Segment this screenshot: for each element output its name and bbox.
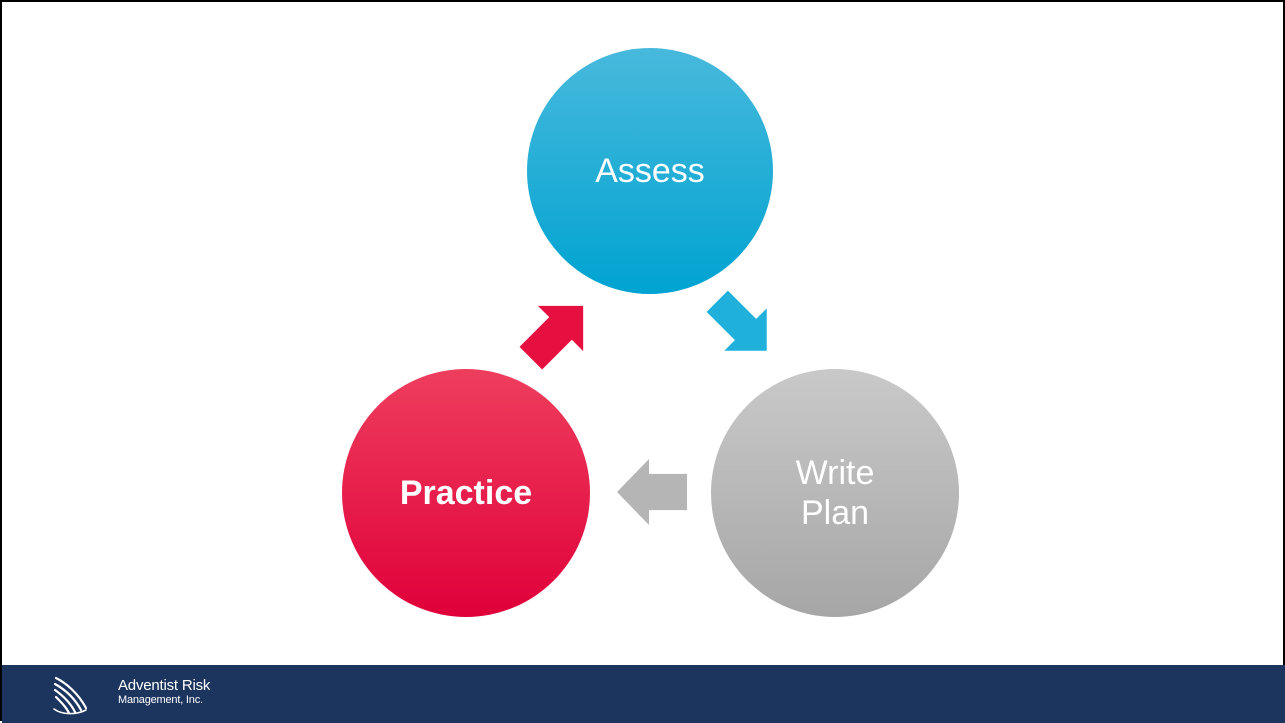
write-plan-label: Plan bbox=[801, 494, 869, 532]
arrow-practice-to-assess bbox=[519, 305, 584, 370]
arrow-write-plan-to-practice bbox=[617, 459, 687, 525]
swoosh-logo-icon bbox=[53, 676, 88, 715]
brand-line-1: Adventist Risk bbox=[118, 677, 211, 694]
assess-label: Assess bbox=[595, 152, 705, 190]
brand-line-2: Management, Inc. bbox=[118, 694, 203, 706]
arrow-assess-to-write-plan bbox=[706, 290, 767, 351]
write-plan-circle bbox=[711, 369, 959, 617]
practice-circle bbox=[342, 369, 590, 617]
node-practice: Practice bbox=[342, 369, 590, 617]
node-assess: Assess bbox=[527, 48, 773, 294]
assess-circle bbox=[527, 48, 773, 294]
practice-label: Practice bbox=[400, 474, 532, 512]
footer-bar: Adventist Risk Management, Inc. bbox=[2, 665, 1285, 723]
brand-name: Adventist Risk Management, Inc. bbox=[118, 678, 210, 706]
write-plan-label: Write bbox=[796, 454, 875, 492]
